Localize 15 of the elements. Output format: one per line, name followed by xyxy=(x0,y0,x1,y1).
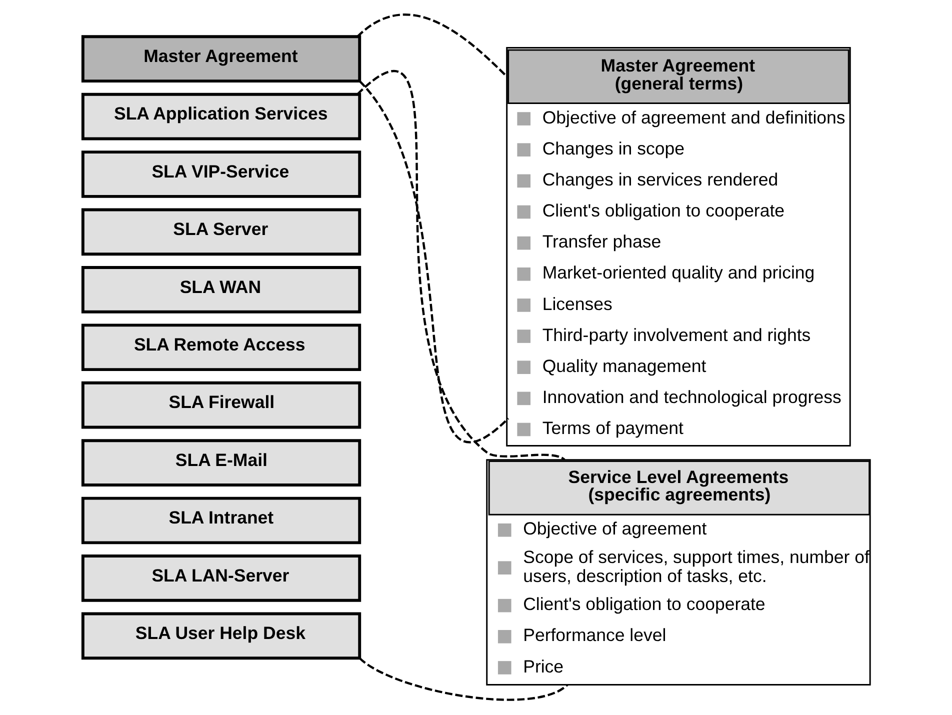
connector xyxy=(358,657,568,701)
node-box: SLA VIP-Service xyxy=(80,150,361,198)
node-box: SLA Server xyxy=(80,208,361,256)
node-box: SLA E-Mail xyxy=(80,439,361,486)
node-box: SLA Remote Access xyxy=(80,324,361,372)
node-box: SLA Intranet xyxy=(80,496,361,544)
connector xyxy=(356,72,565,461)
node-box: SLA User Help Desk xyxy=(80,612,361,660)
node-box: SLA WAN xyxy=(80,266,361,314)
node-box: SLA LAN-Server xyxy=(80,554,361,602)
node-box: SLA Firewall xyxy=(80,381,361,429)
connector xyxy=(358,80,508,443)
connector xyxy=(356,14,506,76)
node-box: SLA Application Services xyxy=(80,92,361,140)
node-box: Master Agreement xyxy=(80,35,361,83)
